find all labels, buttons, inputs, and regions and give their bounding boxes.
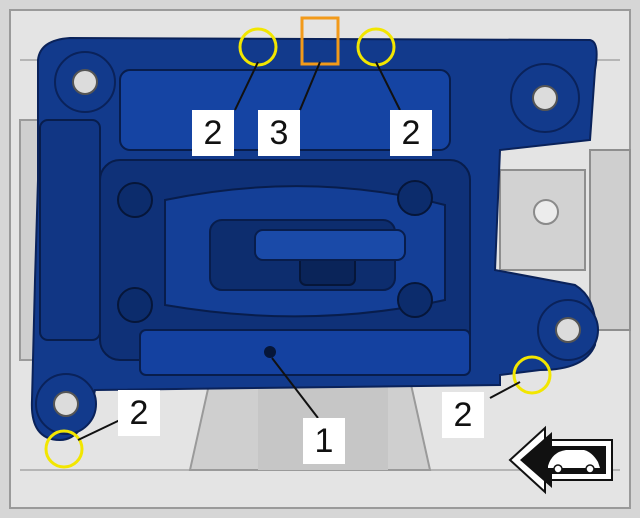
bolt-bottom-right xyxy=(555,317,581,343)
left-beam xyxy=(39,119,101,341)
frame-bolt-right xyxy=(533,199,559,225)
center-hole xyxy=(264,346,276,358)
leader-line-c3-top xyxy=(299,61,321,111)
arrow-left-with-car-icon xyxy=(508,425,613,495)
leader-line-c2-bottom-right xyxy=(489,381,521,399)
highlight-circle-top-left xyxy=(238,27,278,67)
callout-label: 3 xyxy=(258,110,300,156)
selector-lever xyxy=(254,229,406,261)
inner-bolt-4 xyxy=(397,282,433,318)
leader-line-c1-bottom xyxy=(271,357,319,419)
leader-line-c2-top-left xyxy=(234,61,259,111)
leader-lines xyxy=(77,61,521,441)
callout-label: 2 xyxy=(390,110,432,156)
leader-line-c2-top-right xyxy=(375,61,401,111)
callout-label: 2 xyxy=(442,392,484,438)
callout-label: 2 xyxy=(192,110,234,156)
bottom-beam xyxy=(139,329,471,376)
side-bracket xyxy=(589,149,631,331)
highlight-circle-top-right xyxy=(356,27,396,67)
callout-label: 1 xyxy=(303,418,345,464)
highlight-circle-bottom-right xyxy=(512,355,552,395)
highlight-circle-bottom-left xyxy=(44,429,84,469)
leader-line-c2-bottom-left xyxy=(77,419,121,441)
highlight-circles xyxy=(44,27,552,469)
inner-bolt-3 xyxy=(117,287,153,323)
callout-label: 2 xyxy=(118,390,160,436)
inner-bolt-2 xyxy=(397,180,433,216)
inner-bolt-1 xyxy=(117,182,153,218)
housing-bolts xyxy=(53,69,581,417)
bolt-top-right xyxy=(532,85,558,111)
bolt-top-left xyxy=(72,69,98,95)
bolt-bottom-left xyxy=(53,391,79,417)
